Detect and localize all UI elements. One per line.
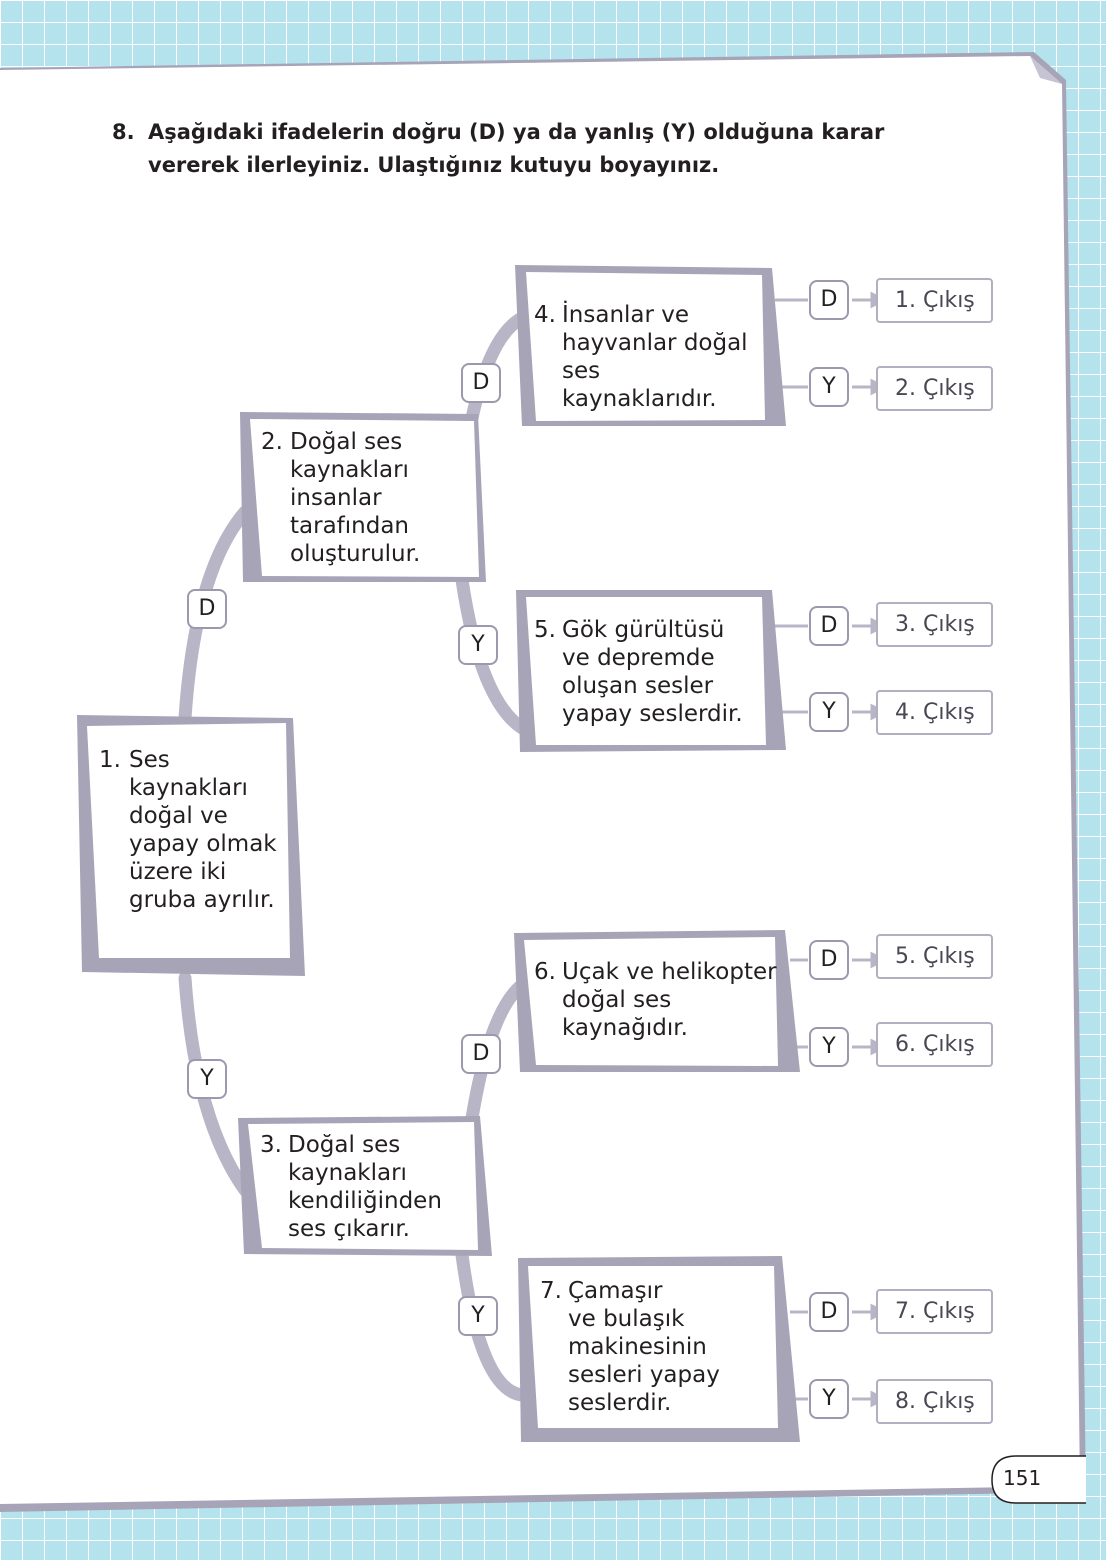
statement-2[interactable]: 2. Doğal ses kaynakları insanlar tarafın… (261, 428, 471, 568)
connector-2-5 (455, 573, 529, 735)
statement-text: Gök gürültüsü ve depremde oluşan sesler … (562, 617, 743, 727)
choice-d-statement-5[interactable]: D (809, 606, 849, 646)
statement-text: Çamaşır ve bulaşık makinesinin sesleri y… (568, 1278, 720, 1416)
choice-y-statement-5[interactable]: Y (809, 692, 849, 732)
choice-y-statement-2[interactable]: Y (458, 625, 498, 665)
connector-1-3 (178, 971, 252, 1197)
statement-number: 3. (260, 1132, 282, 1158)
page-number: 151 (1003, 1466, 1042, 1490)
page-corner-fold (1030, 56, 1062, 84)
choice-y-statement-6[interactable]: Y (809, 1027, 849, 1067)
question: 8. Aşağıdaki ifadelerin doğru (D) ya da … (112, 116, 972, 182)
statement-3[interactable]: 3. Doğal ses kaynakları kendiliğinden se… (260, 1131, 470, 1243)
statement-text: Uçak ve helikopter doğal ses kaynağıdır. (562, 959, 777, 1041)
choice-d-statement-1[interactable]: D (187, 589, 227, 629)
exit-1[interactable]: 1. Çıkış (876, 278, 993, 323)
statement-number: 7. (540, 1278, 562, 1304)
choice-d-statement-3[interactable]: D (461, 1034, 501, 1074)
statement-6[interactable]: 6. Uçak ve helikopter doğal ses kaynağıd… (534, 958, 778, 1042)
page-number-tab (991, 1455, 1086, 1504)
choice-d-statement-6[interactable]: D (809, 940, 849, 980)
exit-7[interactable]: 7. Çıkış (876, 1289, 993, 1334)
statement-text: Doğal ses kaynakları insanlar tarafından… (290, 429, 421, 567)
exit-3[interactable]: 3. Çıkış (876, 602, 993, 647)
exit-4[interactable]: 4. Çıkış (876, 690, 993, 735)
exit-2[interactable]: 2. Çıkış (876, 366, 993, 411)
question-text: Aşağıdaki ifadelerin doğru (D) ya da yan… (148, 120, 885, 177)
connector-3-6 (465, 978, 529, 1125)
statement-5[interactable]: 5. Gök gürültüsü ve depremde oluşan sesl… (534, 616, 762, 728)
choice-y-statement-1[interactable]: Y (187, 1059, 227, 1099)
statement-text: Doğal ses kaynakları kendiliğinden ses ç… (288, 1132, 442, 1242)
statement-number: 2. (261, 429, 283, 455)
statement-4[interactable]: 4. İnsanlar ve hayvanlar doğal ses kayna… (534, 301, 759, 413)
statement-1[interactable]: 1. Ses kaynakları doğal ve yapay olmak ü… (99, 746, 289, 914)
choice-y-statement-3[interactable]: Y (458, 1296, 498, 1336)
question-number: 8. (112, 120, 135, 144)
statement-text: Ses kaynakları doğal ve yapay olmak üzer… (129, 747, 277, 913)
choice-y-statement-4[interactable]: Y (809, 367, 849, 407)
choice-d-statement-2[interactable]: D (461, 363, 501, 403)
statement-frames (77, 265, 800, 1442)
connector-3-7 (455, 1248, 529, 1402)
exit-8[interactable]: 8. Çıkış (876, 1379, 993, 1424)
choice-d-statement-7[interactable]: D (809, 1292, 849, 1332)
exit-6[interactable]: 6. Çıkış (876, 1022, 993, 1067)
exit-5[interactable]: 5. Çıkış (876, 934, 993, 979)
choice-d-statement-4[interactable]: D (809, 280, 849, 320)
statement-text: İnsanlar ve hayvanlar doğal ses kaynakla… (562, 302, 748, 412)
statement-number: 5. (534, 617, 556, 643)
choice-y-statement-7[interactable]: Y (809, 1379, 849, 1419)
statement-number: 4. (534, 302, 556, 328)
statement-number: 6. (534, 959, 556, 985)
statement-number: 1. (99, 747, 121, 773)
statement-7[interactable]: 7. Çamaşır ve bulaşık makinesinin sesler… (540, 1277, 770, 1417)
